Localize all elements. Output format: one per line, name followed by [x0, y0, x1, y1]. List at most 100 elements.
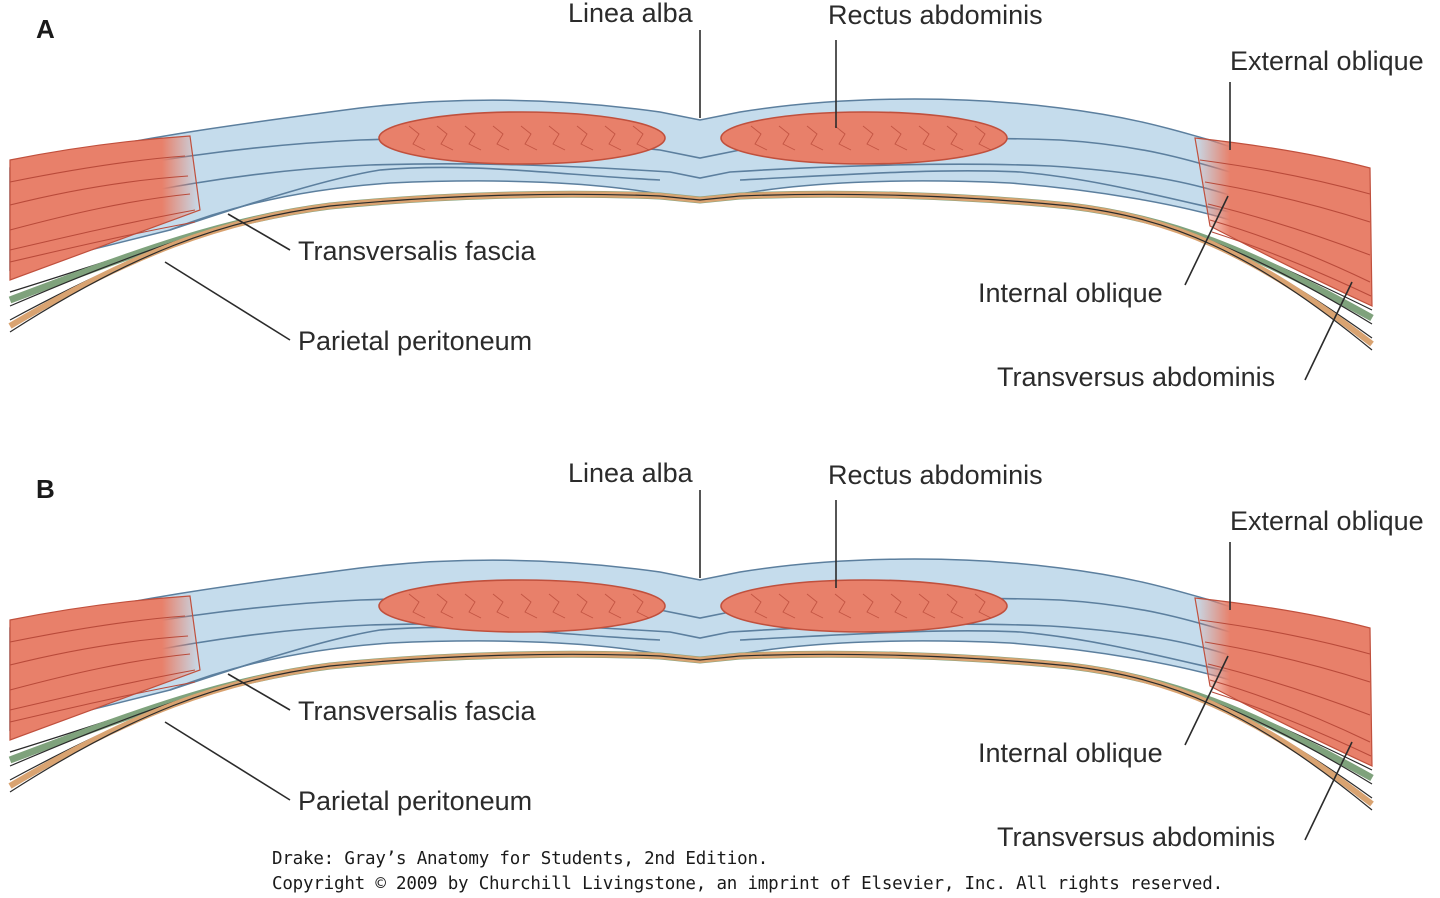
- peritoneum-border: [9, 653, 1373, 811]
- muscle-fiber-line: [1211, 691, 1372, 757]
- right-lateral-muscles: [1194, 597, 1373, 767]
- leader-internal-oblique: [1184, 195, 1229, 286]
- muscle-fiber-line: [1199, 619, 1371, 655]
- muscle-fiber-line: [1207, 203, 1371, 256]
- leader-transversalis-fascia: [227, 673, 291, 711]
- rectus-texture: [750, 593, 768, 619]
- peritoneum-border: [9, 193, 1373, 351]
- rectus-texture: [632, 125, 650, 151]
- rectus-texture: [464, 125, 482, 151]
- rectus-texture: [548, 125, 566, 151]
- credit-line-1: Drake: Gray’s Anatomy for Students, 2nd …: [272, 849, 769, 869]
- rectus-abdominis-left: [378, 111, 666, 165]
- rectus-texture: [834, 593, 852, 619]
- label-transversalis-fascia: Transversalis fascia: [298, 236, 537, 266]
- rectus-texture: [946, 593, 964, 619]
- sheath-lamina-line: [9, 163, 1233, 223]
- rectus-texture: [890, 125, 908, 151]
- rectus-texture: [632, 593, 650, 619]
- rectus-texture: [408, 125, 426, 151]
- credit-line-2: Copyright © 2009 by Churchill Livingston…: [272, 874, 1223, 894]
- muscle-fiber-line: [9, 209, 196, 251]
- leader-internal-oblique: [1184, 655, 1229, 746]
- rectus-abdominis-right: [720, 579, 1008, 633]
- panel-letter: A: [36, 14, 55, 44]
- sheath-lamina-line: [739, 170, 1231, 213]
- rectus-texture: [890, 593, 908, 619]
- muscle-fiber-line: [1211, 231, 1372, 297]
- leader-transversus-abdominis: [1304, 281, 1353, 381]
- label-parietal-peritoneum: Parietal peritoneum: [298, 326, 532, 356]
- right-lateral-muscles: [1194, 137, 1373, 307]
- rectus-texture: [750, 125, 768, 151]
- label-internal-oblique: Internal oblique: [978, 278, 1163, 308]
- left-lateral-muscles: [9, 595, 201, 741]
- rectus-texture: [436, 593, 454, 619]
- rectus-texture: [464, 593, 482, 619]
- sheath-lamina-line: [739, 630, 1231, 673]
- rectus-abdominis-left: [378, 579, 666, 633]
- rectus-texture: [946, 125, 964, 151]
- rectus-texture: [548, 593, 566, 619]
- rectus-texture: [806, 125, 824, 151]
- muscle-fiber-line: [9, 635, 189, 666]
- muscle-fiber-line: [9, 155, 186, 183]
- rectus-texture: [974, 593, 992, 619]
- leader-transversalis-fascia: [227, 213, 291, 251]
- muscle-fiber-line: [9, 175, 189, 206]
- rectus-texture: [576, 125, 594, 151]
- rectus-texture: [436, 125, 454, 151]
- rectus-texture: [520, 125, 538, 151]
- muscle-fiber-line: [1209, 219, 1371, 283]
- rectus-texture: [806, 593, 824, 619]
- sheath-lamina-line: [169, 626, 661, 691]
- leader-parietal-peritoneum: [164, 721, 291, 801]
- label-rectus-abdominis: Rectus abdominis: [828, 0, 1043, 30]
- label-rectus-abdominis: Rectus abdominis: [828, 460, 1043, 490]
- rectus-texture: [520, 593, 538, 619]
- rectus-texture: [408, 593, 426, 619]
- rectus-texture: [576, 593, 594, 619]
- rectus-texture: [974, 125, 992, 151]
- muscle-fiber-line: [1204, 641, 1371, 683]
- label-external-oblique: External oblique: [1230, 506, 1424, 536]
- rectus-texture: [604, 125, 622, 151]
- rectus-texture: [834, 125, 852, 151]
- rectus-texture: [862, 593, 880, 619]
- label-transversus-abdominis: Transversus abdominis: [997, 362, 1275, 392]
- sheath-lamina-line: [169, 166, 661, 231]
- label-linea-alba: Linea alba: [568, 0, 694, 28]
- muscle-fiber-line: [9, 669, 196, 711]
- rectus-texture: [778, 125, 796, 151]
- rectus-texture: [918, 593, 936, 619]
- label-transversalis-fascia: Transversalis fascia: [298, 696, 537, 726]
- muscle-fiber-line: [9, 653, 191, 691]
- label-transversus-abdominis: Transversus abdominis: [997, 822, 1275, 852]
- muscle-fiber-line: [1207, 663, 1371, 716]
- muscle-fiber-line: [9, 681, 196, 723]
- left-lateral-muscles: [9, 135, 201, 281]
- leader-parietal-peritoneum: [164, 261, 291, 341]
- parietal-peritoneum-layer: [8, 651, 1374, 807]
- leader-transversus-abdominis: [1304, 741, 1353, 841]
- panel-letter: B: [36, 474, 55, 504]
- label-parietal-peritoneum: Parietal peritoneum: [298, 786, 532, 816]
- label-internal-oblique: Internal oblique: [978, 738, 1163, 768]
- sheath-lamina-line: [9, 623, 1233, 683]
- muscle-fiber-line: [9, 221, 196, 263]
- muscle-fiber-line: [1209, 679, 1371, 743]
- label-linea-alba: Linea alba: [568, 458, 694, 488]
- rectus-texture: [918, 125, 936, 151]
- rectus-texture: [778, 593, 796, 619]
- rectus-texture: [492, 125, 510, 151]
- muscle-fiber-line: [9, 193, 191, 231]
- rectus-texture: [862, 125, 880, 151]
- muscle-fiber-line: [9, 615, 186, 643]
- rectus-texture: [604, 593, 622, 619]
- rectus-texture: [492, 593, 510, 619]
- rectus-abdominis-right: [720, 111, 1008, 165]
- muscle-fiber-line: [1199, 159, 1371, 195]
